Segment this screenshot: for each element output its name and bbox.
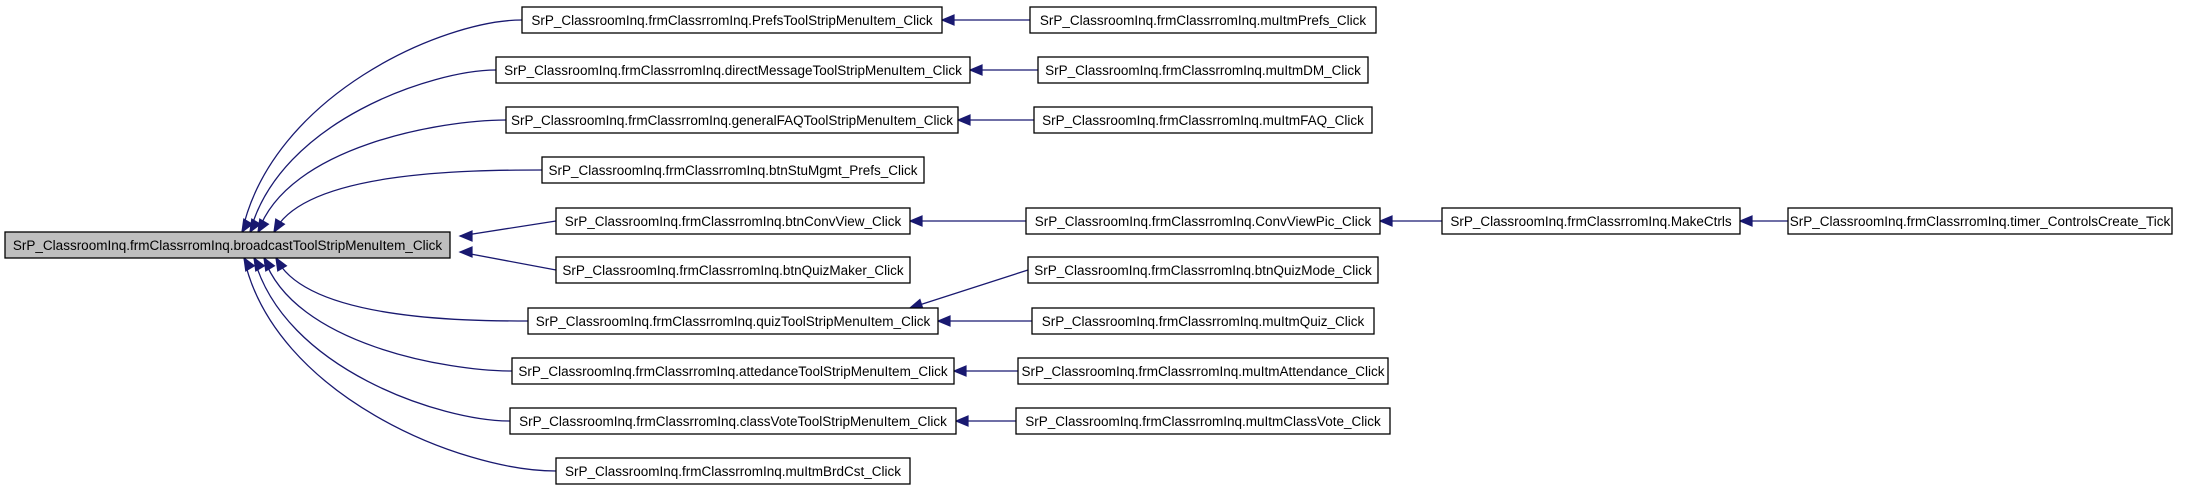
node-label-mudm: SrP_ClassroomInq.frmClassrromInq.muItmDM… bbox=[1045, 63, 1361, 78]
node-label-muattendance: SrP_ClassroomInq.frmClassrromInq.muItmAt… bbox=[1021, 364, 1384, 379]
node-label-muprefs: SrP_ClassroomInq.frmClassrromInq.muItmPr… bbox=[1040, 13, 1367, 28]
node-mubrdcst[interactable]: SrP_ClassroomInq.frmClassrromInq.muItmBr… bbox=[555, 457, 911, 485]
edge-quizmaker-to-broadcast bbox=[459, 251, 557, 271]
node-generalfaq[interactable]: SrP_ClassroomInq.frmClassrromInq.general… bbox=[505, 106, 959, 134]
node-label-broadcast: SrP_ClassroomInq.frmClassrromInq.broadca… bbox=[13, 238, 442, 253]
arrowhead-stumgmt-to-broadcast bbox=[273, 218, 286, 234]
arrowhead-makectrls-to-convviewpic bbox=[1378, 215, 1393, 227]
edge-attendance-to-broadcast bbox=[263, 257, 513, 372]
node-box-mubrdcst[interactable] bbox=[555, 457, 911, 485]
arrowhead-generalfaq-to-broadcast bbox=[257, 218, 270, 234]
arrowhead-quiztsmi-to-broadcast bbox=[275, 256, 288, 272]
node-label-attendance: SrP_ClassroomInq.frmClassrromInq.attedan… bbox=[518, 364, 947, 379]
node-mudm[interactable]: SrP_ClassroomInq.frmClassrromInq.muItmDM… bbox=[1037, 56, 1369, 84]
node-muattendance[interactable]: SrP_ClassroomInq.frmClassrromInq.muItmAt… bbox=[1017, 357, 1389, 385]
edge-quiztsmi-to-broadcast bbox=[275, 257, 529, 322]
arrowhead-timer-to-makectrls bbox=[1738, 215, 1753, 227]
node-label-mufaq: SrP_ClassroomInq.frmClassrromInq.muItmFA… bbox=[1042, 113, 1364, 128]
node-broadcast[interactable]: SrP_ClassroomInq.frmClassrromInq.broadca… bbox=[4, 231, 451, 259]
node-prefs[interactable]: SrP_ClassroomInq.frmClassrromInq.PrefsTo… bbox=[521, 6, 943, 34]
node-mufaq[interactable]: SrP_ClassroomInq.frmClassrromInq.muItmFA… bbox=[1033, 106, 1373, 134]
node-muclassvote[interactable]: SrP_ClassroomInq.frmClassrromInq.muItmCl… bbox=[1015, 407, 1391, 435]
node-label-stumgmt: SrP_ClassroomInq.frmClassrromInq.btnStuM… bbox=[548, 163, 917, 178]
node-label-mubrdcst: SrP_ClassroomInq.frmClassrromInq.muItmBr… bbox=[565, 464, 901, 479]
arrowhead-directmsg-to-broadcast bbox=[249, 218, 262, 234]
arrowhead-quizmaker-to-broadcast bbox=[458, 246, 473, 258]
arrowhead-muquiz-to-quiztsmi bbox=[936, 315, 951, 327]
node-box-muattendance[interactable] bbox=[1017, 357, 1389, 385]
node-quiztsmi[interactable]: SrP_ClassroomInq.frmClassrromInq.quizToo… bbox=[527, 307, 939, 335]
node-muprefs[interactable]: SrP_ClassroomInq.frmClassrromInq.muItmPr… bbox=[1029, 6, 1377, 34]
node-box-stumgmt[interactable] bbox=[541, 156, 925, 184]
node-box-quizmaker[interactable] bbox=[555, 256, 911, 284]
node-label-timer: SrP_ClassroomInq.frmClassrromInq.timer_C… bbox=[1790, 214, 2171, 229]
arrowhead-mudm-to-directmsg bbox=[968, 64, 983, 76]
edge-generalfaq-to-broadcast bbox=[257, 119, 507, 233]
node-label-generalfaq: SrP_ClassroomInq.frmClassrromInq.general… bbox=[511, 113, 953, 128]
arrowhead-classvote-to-broadcast bbox=[253, 256, 266, 272]
node-label-quizmode: SrP_ClassroomInq.frmClassrromInq.btnQuiz… bbox=[1034, 263, 1372, 278]
node-label-quiztsmi: SrP_ClassroomInq.frmClassrromInq.quizToo… bbox=[536, 314, 931, 329]
node-convviewpic[interactable]: SrP_ClassroomInq.frmClassrromInq.ConvVie… bbox=[1025, 207, 1381, 235]
node-label-convviewpic: SrP_ClassroomInq.frmClassrromInq.ConvVie… bbox=[1035, 214, 1372, 229]
node-box-prefs[interactable] bbox=[521, 6, 943, 34]
node-quizmaker[interactable]: SrP_ClassroomInq.frmClassrromInq.btnQuiz… bbox=[555, 256, 911, 284]
arrowhead-convview-to-broadcast bbox=[458, 230, 473, 242]
arrowhead-prefs-to-broadcast bbox=[241, 218, 254, 234]
node-label-directmsg: SrP_ClassroomInq.frmClassrromInq.directM… bbox=[504, 63, 962, 78]
arrowhead-attendance-to-broadcast bbox=[263, 256, 276, 272]
node-box-broadcast[interactable] bbox=[4, 231, 451, 259]
edge-prefs-to-broadcast bbox=[241, 19, 523, 233]
node-label-muquiz: SrP_ClassroomInq.frmClassrromInq.muItmQu… bbox=[1042, 314, 1365, 329]
node-box-quizmode[interactable] bbox=[1027, 256, 1379, 284]
node-box-timer[interactable] bbox=[1787, 207, 2173, 235]
node-box-convviewpic[interactable] bbox=[1025, 207, 1381, 235]
arrowhead-muclassvote-to-classvote bbox=[954, 415, 969, 427]
edges-layer bbox=[241, 14, 1788, 472]
node-label-quizmaker: SrP_ClassroomInq.frmClassrromInq.btnQuiz… bbox=[562, 263, 904, 278]
node-box-convview[interactable] bbox=[555, 207, 911, 235]
arrowhead-mufaq-to-generalfaq bbox=[956, 114, 971, 126]
node-box-directmsg[interactable] bbox=[495, 56, 971, 84]
node-label-convview: SrP_ClassroomInq.frmClassrromInq.btnConv… bbox=[565, 214, 902, 229]
node-muquiz[interactable]: SrP_ClassroomInq.frmClassrromInq.muItmQu… bbox=[1031, 307, 1375, 335]
nodes-layer: SrP_ClassroomInq.frmClassrromInq.broadca… bbox=[4, 6, 2173, 485]
edge-classvote-to-broadcast bbox=[253, 257, 511, 422]
node-label-muclassvote: SrP_ClassroomInq.frmClassrromInq.muItmCl… bbox=[1025, 414, 1381, 429]
node-box-generalfaq[interactable] bbox=[505, 106, 959, 134]
edge-stumgmt-to-broadcast bbox=[273, 169, 543, 233]
node-box-mufaq[interactable] bbox=[1033, 106, 1373, 134]
node-box-muquiz[interactable] bbox=[1031, 307, 1375, 335]
node-box-muprefs[interactable] bbox=[1029, 6, 1377, 34]
edge-directmsg-to-broadcast bbox=[249, 69, 497, 233]
node-convview[interactable]: SrP_ClassroomInq.frmClassrromInq.btnConv… bbox=[555, 207, 911, 235]
node-directmsg[interactable]: SrP_ClassroomInq.frmClassrromInq.directM… bbox=[495, 56, 971, 84]
arrowhead-muattendance-to-attendance bbox=[952, 365, 967, 377]
node-box-attendance[interactable] bbox=[511, 357, 955, 385]
node-box-makectrls[interactable] bbox=[1441, 207, 1741, 235]
edge-convview-to-broadcast bbox=[459, 220, 557, 237]
node-quizmode[interactable]: SrP_ClassroomInq.frmClassrromInq.btnQuiz… bbox=[1027, 256, 1379, 284]
node-makectrls[interactable]: SrP_ClassroomInq.frmClassrromInq.MakeCtr… bbox=[1441, 207, 1741, 235]
edge-quizmode-to-quiztsmi bbox=[909, 269, 1029, 309]
node-stumgmt[interactable]: SrP_ClassroomInq.frmClassrromInq.btnStuM… bbox=[541, 156, 925, 184]
arrowhead-muprefs-to-prefs bbox=[940, 14, 955, 26]
node-timer[interactable]: SrP_ClassroomInq.frmClassrromInq.timer_C… bbox=[1787, 207, 2173, 235]
node-attendance[interactable]: SrP_ClassroomInq.frmClassrromInq.attedan… bbox=[511, 357, 955, 385]
node-box-mudm[interactable] bbox=[1037, 56, 1369, 84]
node-classvote[interactable]: SrP_ClassroomInq.frmClassrromInq.classVo… bbox=[509, 407, 957, 435]
node-box-quiztsmi[interactable] bbox=[527, 307, 939, 335]
arrowhead-mubrdcst-to-broadcast bbox=[243, 256, 256, 272]
node-label-makectrls: SrP_ClassroomInq.frmClassrromInq.MakeCtr… bbox=[1450, 214, 1732, 229]
node-label-classvote: SrP_ClassroomInq.frmClassrromInq.classVo… bbox=[519, 414, 947, 429]
node-box-muclassvote[interactable] bbox=[1015, 407, 1391, 435]
arrowhead-convviewpic-to-convview bbox=[908, 215, 923, 227]
node-label-prefs: SrP_ClassroomInq.frmClassrromInq.PrefsTo… bbox=[531, 13, 933, 28]
node-box-classvote[interactable] bbox=[509, 407, 957, 435]
edge-mubrdcst-to-broadcast bbox=[243, 257, 557, 472]
